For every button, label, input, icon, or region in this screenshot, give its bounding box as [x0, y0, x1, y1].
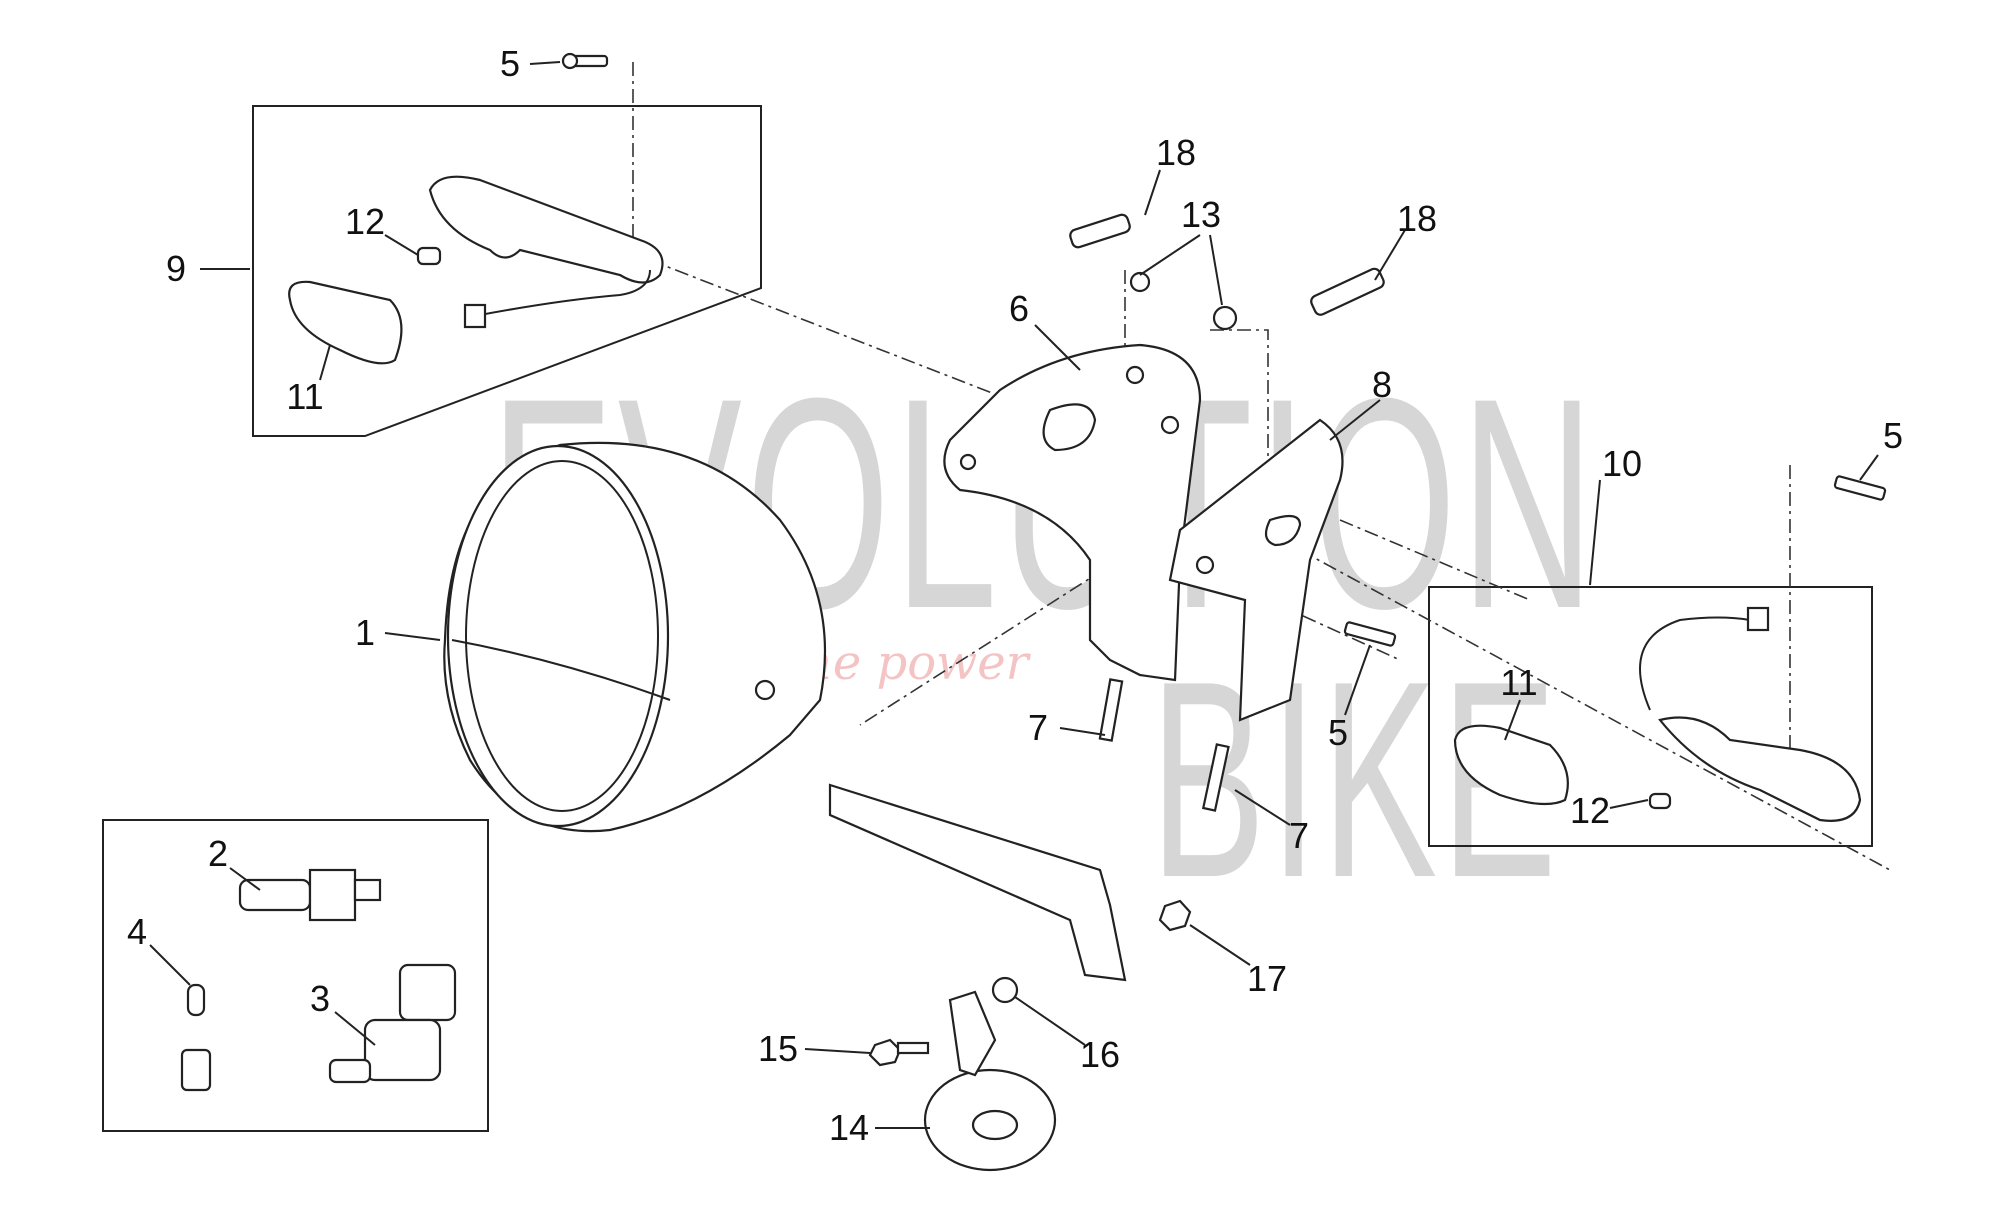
callout-1: 1 [354, 612, 376, 653]
callout-3: 3 [309, 978, 331, 1019]
bolt-part-15 [868, 1038, 930, 1067]
lens-part-11 [1453, 724, 1569, 806]
callout-7: 7 [1288, 815, 1310, 856]
bracket-part-8 [1168, 418, 1344, 722]
mount-plate [828, 783, 1127, 982]
screw-part-5 [561, 52, 609, 70]
cap-part-18 [1310, 267, 1385, 316]
bulb-part-4 [180, 983, 212, 1092]
group-box-9 [252, 105, 762, 437]
connector [1746, 606, 1770, 632]
group-box-bulbs [102, 819, 489, 1132]
bulb-part-3 [328, 963, 457, 1084]
callout-15: 15 [757, 1028, 799, 1069]
screw-part-7 [1201, 743, 1230, 812]
callout-16: 16 [1079, 1034, 1121, 1075]
turn-signal-right [1658, 716, 1862, 822]
callout-5: 5 [1327, 712, 1349, 753]
callout-9: 9 [165, 248, 187, 289]
grommet-part-13 [1212, 305, 1238, 331]
callout-2: 2 [207, 833, 229, 874]
screw-part-5 [1343, 621, 1397, 647]
bracket-part-6 [943, 343, 1202, 682]
callout-6: 6 [1008, 288, 1030, 329]
lens-part-11 [288, 280, 403, 365]
callout-7: 7 [1027, 707, 1049, 748]
callout-8: 8 [1371, 364, 1393, 405]
nut-part-17 [1158, 899, 1192, 932]
headlight-rim [446, 444, 670, 828]
callout-5: 5 [499, 43, 521, 84]
callout-12: 12 [344, 201, 386, 242]
callout-13: 13 [1180, 194, 1222, 235]
callout-18: 18 [1396, 198, 1438, 239]
callout-10: 10 [1601, 443, 1643, 484]
callout-12: 12 [1569, 790, 1611, 831]
grommet-part-13 [1129, 271, 1151, 293]
callout-17: 17 [1246, 958, 1288, 999]
bulb-part-2 [238, 868, 382, 922]
callout-11: 11 [286, 376, 324, 417]
callout-5: 5 [1882, 415, 1904, 456]
screw-part-7 [1098, 678, 1124, 742]
callout-14: 14 [828, 1107, 870, 1148]
bulb-part-12 [1648, 792, 1672, 810]
callout-11: 11 [1500, 662, 1538, 703]
group-box-10 [1428, 586, 1873, 847]
callout-18: 18 [1155, 132, 1197, 173]
bulb-part-12 [416, 246, 442, 266]
callout-4: 4 [126, 911, 148, 952]
cap-part-18 [1069, 213, 1131, 249]
connector [463, 303, 487, 329]
turn-signal-left [428, 175, 664, 284]
washer-part-16 [991, 976, 1019, 1004]
screw-part-5 [1833, 475, 1887, 501]
